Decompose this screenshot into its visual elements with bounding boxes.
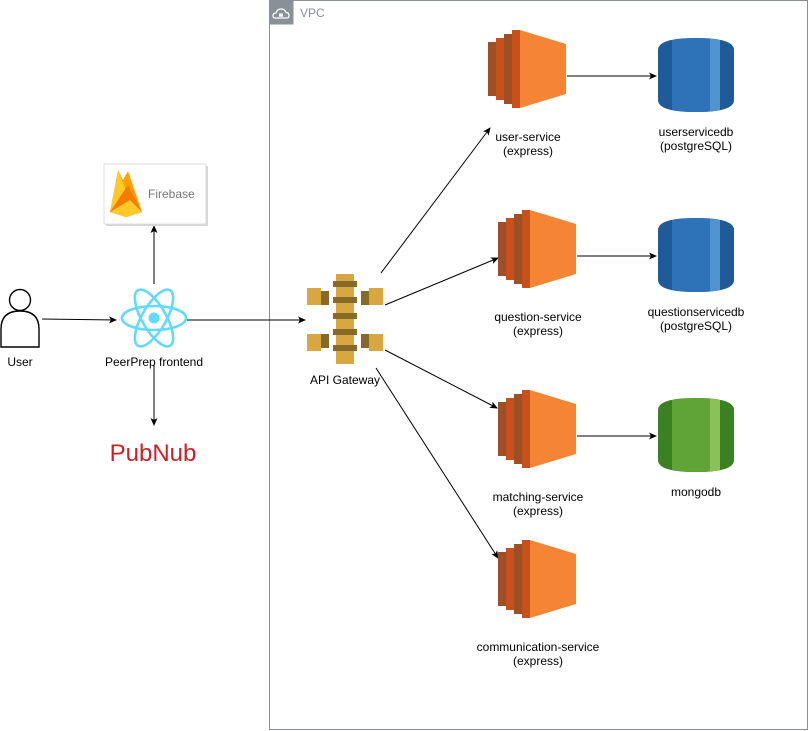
- person-icon: [0, 288, 40, 348]
- ec2-icon: [488, 30, 566, 108]
- vpc-label: VPC: [300, 6, 325, 20]
- database-sublabel: (postgreSQL): [660, 319, 732, 333]
- vpc-group: VPC: [269, 0, 808, 730]
- database-sublabel: (postgreSQL): [660, 139, 732, 153]
- service-sublabel: (express): [513, 324, 563, 338]
- mongodb-icon: [658, 398, 734, 472]
- service-sublabel: (express): [513, 654, 563, 668]
- service-communication: communication-service (express): [477, 540, 600, 668]
- database-label: mongodb: [671, 485, 721, 499]
- service-label: user-service: [495, 130, 561, 144]
- firebase-label: Firebase: [148, 187, 195, 201]
- cloud-lock-icon: [272, 8, 290, 19]
- database-label: questionservicedb: [648, 305, 745, 319]
- user-label: User: [7, 355, 32, 369]
- postgres-db-icon: [658, 38, 734, 112]
- ec2-icon: [498, 390, 576, 468]
- edge-gateway-matching-service: [384, 349, 498, 409]
- service-label: question-service: [494, 310, 582, 324]
- edge-user-frontend: [41, 316, 117, 324]
- service-label: matching-service: [493, 490, 584, 504]
- postgres-db-icon: [658, 218, 734, 292]
- database-label: userservicedb: [659, 125, 734, 139]
- database-mongodb: mongodb: [658, 398, 734, 499]
- service-question: question-service (express): [494, 210, 582, 338]
- service-matching: matching-service (express): [493, 390, 584, 518]
- vpc-badge: [269, 0, 294, 25]
- pubnub-node: PubNub: [110, 440, 197, 467]
- edge-gateway-user-service: [380, 127, 491, 274]
- database-userservicedb: userservicedb (postgreSQL): [658, 38, 734, 153]
- database-questionservicedb: questionservicedb (postgreSQL): [648, 218, 745, 333]
- react-icon: [120, 288, 188, 348]
- ec2-icon: [498, 210, 576, 288]
- vpc-boundary: [269, 0, 808, 730]
- frontend-label: PeerPrep frontend: [105, 355, 203, 369]
- api-gateway-label: API Gateway: [310, 373, 380, 387]
- edge-gateway-question-service: [384, 257, 499, 306]
- firebase-flame-icon: [110, 170, 142, 217]
- ec2-icon: [498, 540, 576, 618]
- edge-gateway-communication-service: [375, 367, 499, 559]
- api-gateway-node: API Gateway: [307, 274, 383, 387]
- service-label: communication-service: [477, 640, 600, 654]
- connections: [41, 72, 657, 559]
- service-sublabel: (express): [503, 144, 553, 158]
- api-gateway-icon: [307, 274, 383, 364]
- service-user: user-service (express): [488, 30, 566, 158]
- pubnub-logo: PubNub: [110, 440, 197, 467]
- service-sublabel: (express): [513, 504, 563, 518]
- user-node: User: [0, 288, 40, 369]
- firebase-node: Firebase: [103, 163, 208, 226]
- frontend-node: PeerPrep frontend: [105, 288, 203, 369]
